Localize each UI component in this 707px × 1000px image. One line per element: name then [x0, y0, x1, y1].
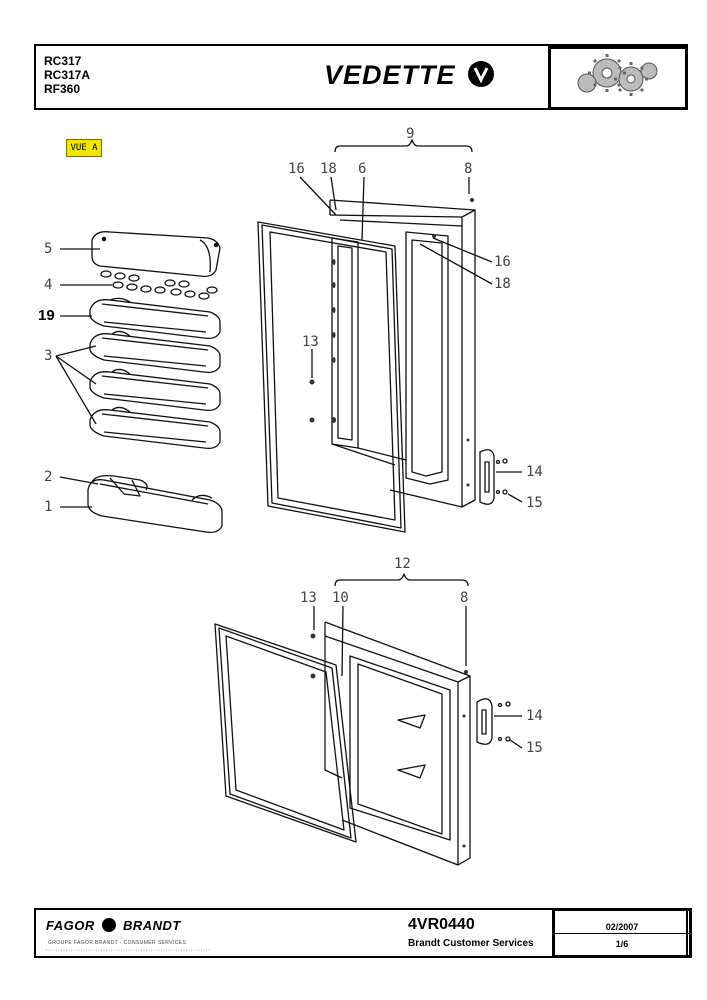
callout-4: 4 — [44, 277, 53, 293]
part-2-bottle-retainer — [91, 474, 213, 501]
document-date: 02/2007 — [605, 922, 639, 932]
callout-15-upper: 15 — [526, 495, 543, 511]
page-number: 1/6 — [615, 939, 629, 949]
callout-2: 2 — [44, 469, 53, 485]
callout-6: 6 — [358, 161, 367, 177]
callout-18-right: 18 — [494, 276, 511, 292]
callout-13-lower: 13 — [300, 590, 317, 606]
gears-icon — [577, 54, 658, 96]
model-list: RC317 RC317A RF360 — [44, 54, 90, 96]
part-19-shelf — [89, 297, 221, 340]
part-5-cover — [91, 231, 221, 278]
gear-logo-box — [548, 46, 688, 110]
logo-brandt: BRANDT — [122, 918, 181, 933]
part-4-egg-cups — [100, 270, 218, 300]
model-1: RC317 — [44, 54, 82, 68]
callout-19: 19 — [38, 307, 55, 324]
part-1-bottle-shelf — [87, 479, 223, 534]
callout-14-upper: 14 — [526, 464, 543, 480]
lower-door-gasket — [214, 623, 357, 843]
callout-15-lower: 15 — [526, 740, 543, 756]
logo-fagor: FAGOR — [46, 918, 95, 933]
part-3-shelf-a — [89, 330, 221, 374]
brand-name: VEDETTE — [324, 60, 456, 90]
callout-3: 3 — [44, 348, 53, 364]
model-3: RF360 — [44, 82, 81, 96]
date-divider — [555, 933, 689, 934]
upper-door-gasket — [257, 221, 406, 533]
document-reference: 4VR0440 — [408, 916, 475, 933]
upper-door-panel — [329, 199, 476, 508]
part-3-shelf-c — [89, 406, 221, 450]
logo-mark-icon — [101, 918, 116, 932]
brace-9 — [334, 139, 473, 153]
callout-10: 10 — [332, 590, 349, 606]
service-name: Brandt Customer Services — [408, 938, 534, 949]
callout-12: 12 — [394, 556, 411, 572]
footer-tagline: GROUPE FAGOR BRANDT - CONSUMER SERVICES — [48, 940, 187, 946]
callout-16-right: 16 — [494, 254, 511, 270]
callout-5: 5 — [44, 241, 53, 257]
brace-12 — [334, 573, 469, 587]
callout-16-top: 16 — [288, 161, 305, 177]
date-page-box: 02/2007 1/6 — [552, 908, 692, 958]
callout-14-lower: 14 — [526, 708, 543, 724]
footer-logo: FAGOR BRANDT — [46, 918, 181, 933]
lower-door-panel — [324, 621, 471, 866]
lower-handle — [476, 698, 511, 745]
part-3-shelf-b — [89, 368, 221, 412]
callout-13-upper: 13 — [302, 334, 319, 350]
callout-8-upper: 8 — [464, 161, 473, 177]
callout-9: 9 — [406, 126, 415, 142]
callout-8-lower: 8 — [460, 590, 469, 606]
callout-18-top: 18 — [320, 161, 337, 177]
footer-block: FAGOR BRANDT GROUPE FAGOR BRANDT - CONSU… — [34, 908, 692, 958]
model-2: RC317A — [44, 68, 91, 82]
brand-logo-icon — [468, 61, 494, 87]
view-a-label: VUE A — [66, 139, 102, 157]
callout-1: 1 — [44, 499, 53, 515]
upper-handle — [479, 449, 508, 505]
